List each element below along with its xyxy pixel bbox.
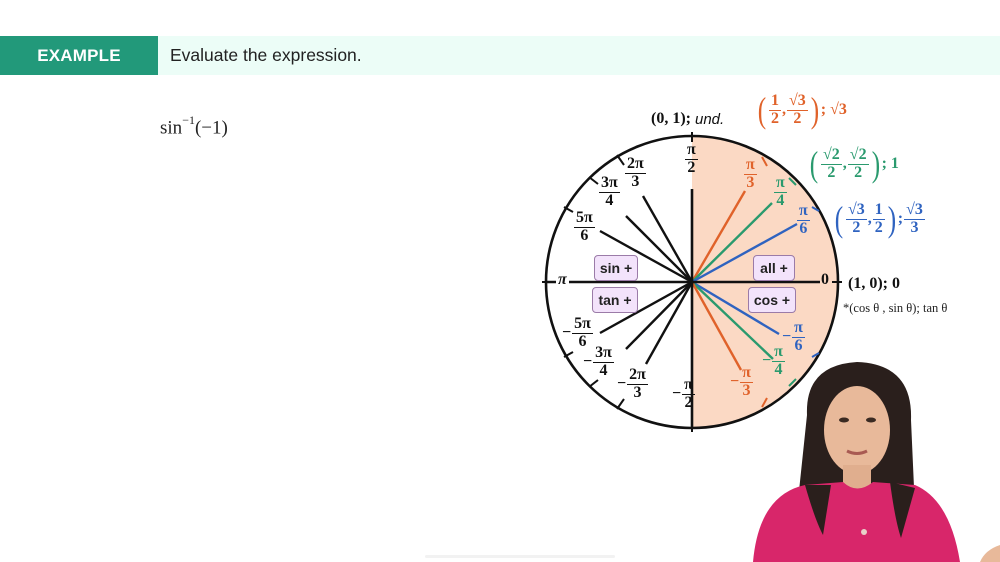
left-rays — [599, 195, 694, 365]
coordinate-legend-note: *(cos θ , sin θ); tan θ — [843, 301, 948, 315]
example-label: EXAMPLE — [0, 36, 158, 75]
expression-argument: (−1) — [194, 117, 228, 139]
coord-pi-over-2: (0, 1); und. — [651, 110, 725, 128]
presenter-shirt — [753, 482, 960, 562]
instruction-text: Evaluate the expression. — [170, 45, 362, 65]
bottom-scroll-indicator — [425, 555, 615, 558]
example-banner: EXAMPLE Evaluate the expression. — [0, 36, 1000, 75]
expression-function: sin — [160, 117, 183, 139]
angle-label-pi: π — [556, 271, 569, 289]
presenter-video — [753, 362, 1000, 562]
tick-marks — [542, 132, 842, 432]
badge-cos-positive: cos + — [748, 287, 796, 313]
problem-expression: sin−1(−1) — [160, 113, 228, 139]
coord-zero: (1, 0); 0 — [848, 275, 900, 292]
presenter-face — [824, 386, 890, 474]
angle-label-zero: 0 — [820, 271, 830, 289]
right-rays — [690, 190, 798, 371]
badge-all-positive: all + — [753, 255, 795, 281]
badge-tan-positive: tan + — [592, 287, 638, 313]
badge-sin-positive: sin + — [594, 255, 638, 281]
expression-exponent: −1 — [182, 113, 195, 127]
